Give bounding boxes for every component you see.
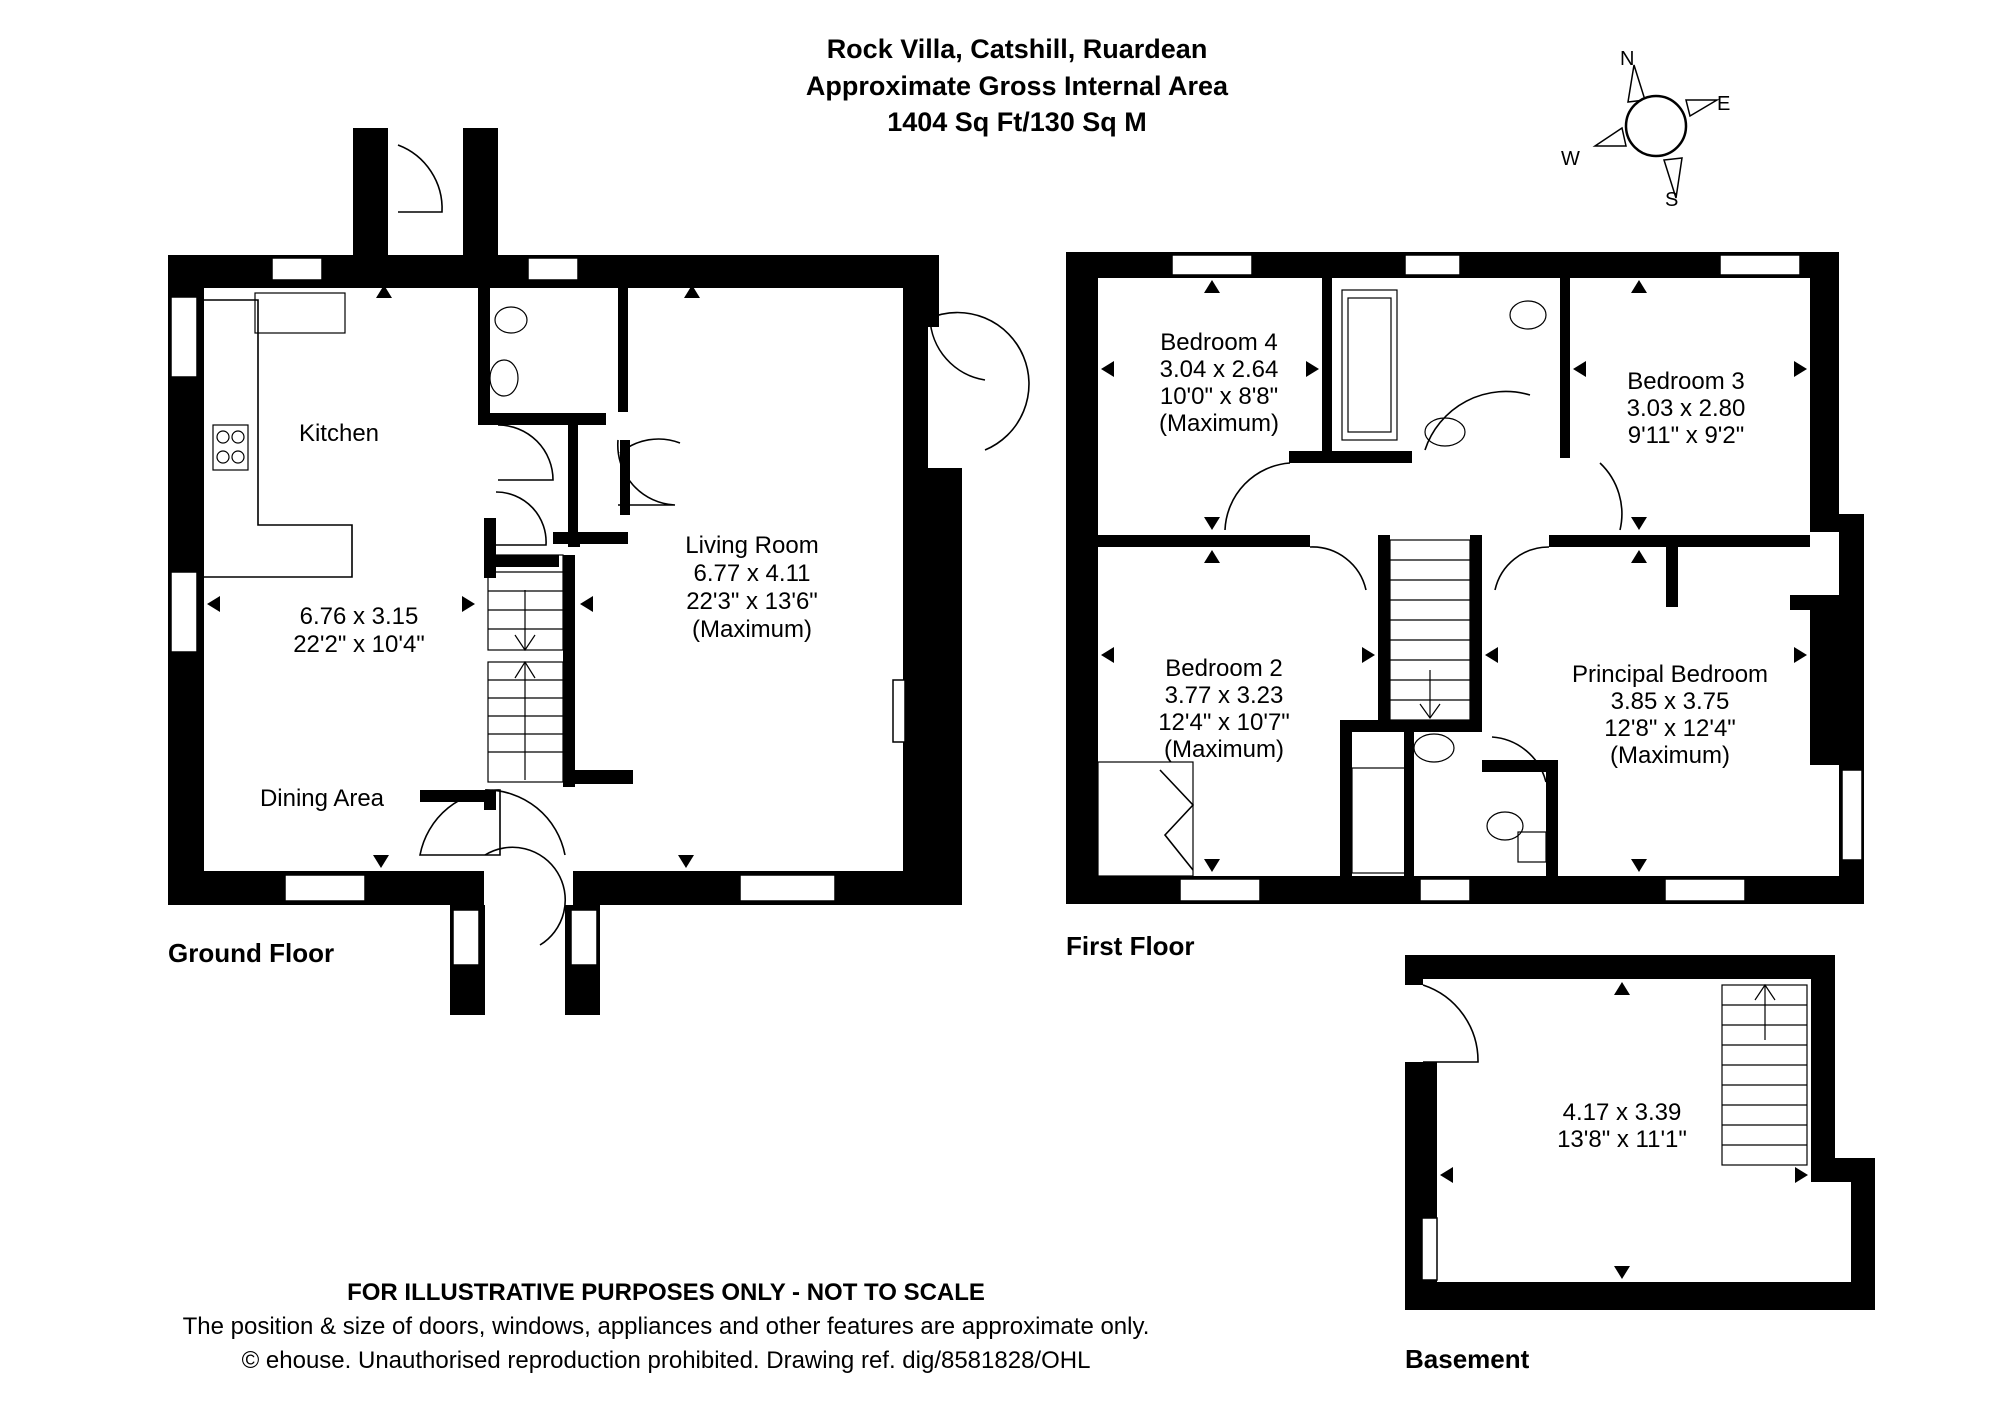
compass-s: S bbox=[1665, 189, 1678, 211]
compass-icon: N E S W bbox=[1561, 48, 1730, 211]
disclaimer: FOR ILLUSTRATIVE PURPOSES ONLY - NOT TO … bbox=[183, 1279, 1150, 1374]
ground-floor-plan: Kitchen 6.76 x 3.15 22'2" x 10'4" Dining… bbox=[168, 128, 1030, 1015]
bedroom4-metric: 3.04 x 2.64 bbox=[1160, 356, 1279, 383]
plan-title: Rock Villa, Catshill, Ruardean bbox=[827, 34, 1208, 64]
basement-stairs bbox=[1721, 983, 1808, 1166]
bedroom3-imperial: 9'11" x 9'2" bbox=[1628, 422, 1745, 449]
kitchen-dining-imperial: 22'2" x 10'4" bbox=[293, 631, 425, 658]
bedroom2-imperial: 12'4" x 10'7" bbox=[1158, 709, 1290, 736]
disclaimer-heading: FOR ILLUSTRATIVE PURPOSES ONLY - NOT TO … bbox=[347, 1279, 985, 1306]
dining-area-label: Dining Area bbox=[260, 785, 385, 812]
compass-e: E bbox=[1717, 93, 1730, 115]
principal-bedroom-metric: 3.85 x 3.75 bbox=[1611, 688, 1730, 715]
bedroom4-note: (Maximum) bbox=[1159, 410, 1279, 437]
plan-area: 1404 Sq Ft/130 Sq M bbox=[887, 107, 1147, 137]
basement-plan: 4.17 x 3.39 13'8" x 11'1" Basement bbox=[1405, 955, 1875, 1374]
bedroom4-label: Bedroom 4 bbox=[1160, 329, 1277, 356]
compass-n: N bbox=[1620, 48, 1634, 70]
bedroom2-metric: 3.77 x 3.23 bbox=[1165, 682, 1284, 709]
disclaimer-text: The position & size of doors, windows, a… bbox=[183, 1313, 1150, 1340]
compass-w: W bbox=[1561, 148, 1580, 170]
first-floor-stairs bbox=[1389, 539, 1471, 721]
bedroom4-imperial: 10'0" x 8'8" bbox=[1160, 383, 1278, 410]
first-floor-label: First Floor bbox=[1066, 931, 1195, 961]
living-room-label: Living Room bbox=[685, 532, 818, 559]
principal-bedroom-label: Principal Bedroom bbox=[1572, 661, 1768, 688]
principal-bedroom-note: (Maximum) bbox=[1610, 742, 1730, 769]
ground-floor-label: Ground Floor bbox=[168, 938, 334, 968]
basement-metric: 4.17 x 3.39 bbox=[1563, 1099, 1682, 1126]
kitchen-label: Kitchen bbox=[299, 420, 379, 447]
copyright-text: © ehouse. Unauthorised reproduction proh… bbox=[242, 1347, 1091, 1374]
bedroom3-label: Bedroom 3 bbox=[1627, 368, 1744, 395]
basement-label: Basement bbox=[1405, 1344, 1530, 1374]
principal-bedroom-imperial: 12'8" x 12'4" bbox=[1604, 715, 1736, 742]
basement-imperial: 13'8" x 11'1" bbox=[1557, 1126, 1687, 1153]
plan-subtitle: Approximate Gross Internal Area bbox=[806, 71, 1229, 101]
bedroom2-note: (Maximum) bbox=[1164, 736, 1284, 763]
kitchen-dining-metric: 6.76 x 3.15 bbox=[300, 603, 419, 630]
first-floor-plan: Bedroom 4 3.04 x 2.64 10'0" x 8'8" (Maxi… bbox=[1066, 252, 1864, 961]
living-room-note: (Maximum) bbox=[692, 616, 812, 643]
bedroom3-metric: 3.03 x 2.80 bbox=[1627, 395, 1746, 422]
bedroom2-label: Bedroom 2 bbox=[1165, 655, 1282, 682]
ground-stairs bbox=[487, 554, 564, 783]
living-room-imperial: 22'3" x 13'6" bbox=[686, 588, 818, 615]
plan-header: Rock Villa, Catshill, Ruardean Approxima… bbox=[806, 34, 1229, 137]
living-room-metric: 6.77 x 4.11 bbox=[694, 560, 811, 587]
